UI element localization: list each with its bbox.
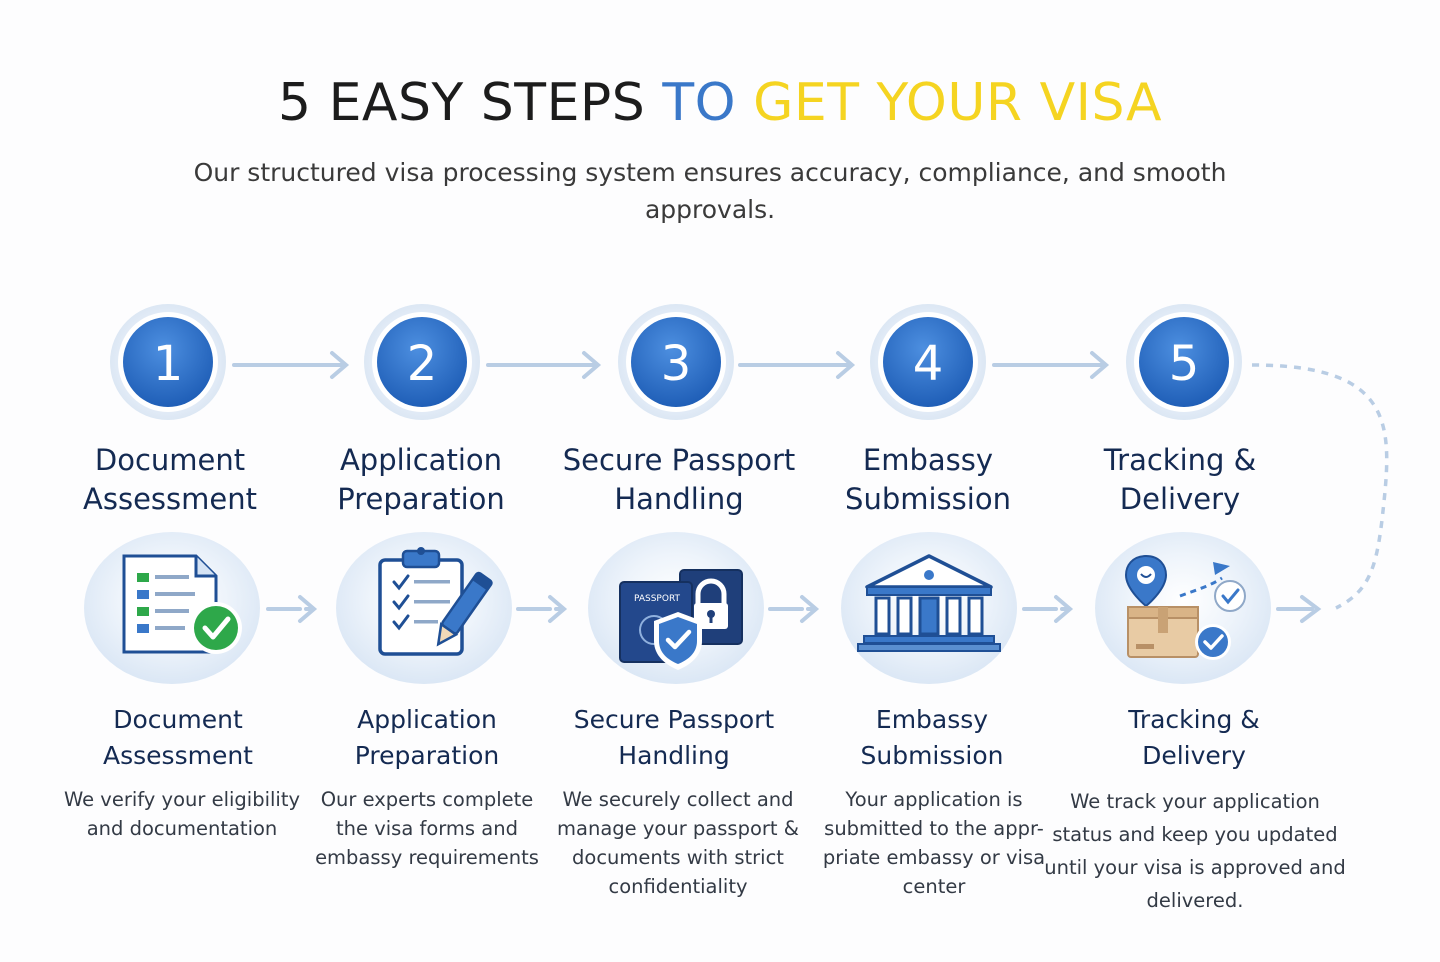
top-arrow-4-5 (994, 353, 1106, 377)
step-2-heading: Application Preparation (301, 441, 541, 519)
step-1-description: We verify your eligibility and documenta… (50, 785, 314, 843)
middle-arrow-2-3 (518, 597, 564, 621)
step-4-description: Your application is submitted to the app… (812, 785, 1056, 901)
step-5-description: We track your application status and kee… (1044, 785, 1346, 917)
step-2-number-badge: 2 (364, 304, 480, 420)
step-5-number-badge: 5 (1126, 304, 1242, 420)
top-arrow-3-4 (740, 353, 852, 377)
step-2-label: Application Preparation (297, 702, 557, 774)
step-5-label: Tracking & Delivery (1102, 702, 1286, 774)
middle-arrow-1-2 (268, 597, 314, 621)
step-3-number: 3 (661, 336, 692, 392)
step-2-number: 2 (407, 336, 438, 392)
step-4-heading: Embassy Submission (808, 441, 1048, 519)
step-1-number-badge: 1 (110, 304, 226, 420)
step-3-description: We securely collect and manage your pass… (552, 785, 804, 901)
step-3-label: Secure Passport Handling (544, 702, 804, 774)
middle-arrow-4-5 (1024, 597, 1070, 621)
step-4-number: 4 (913, 336, 944, 392)
step-3-number-badge: 3 (618, 304, 734, 420)
top-arrow-1-2 (234, 353, 346, 377)
middle-arrow-3-4 (770, 597, 816, 621)
middle-arrow-5-end (1278, 597, 1318, 621)
step-4-label: Embassy Submission (802, 702, 1062, 774)
step-5-heading: Tracking & Delivery (1058, 441, 1302, 519)
step-1-number: 1 (153, 336, 184, 392)
step-4-number-badge: 4 (870, 304, 986, 420)
step-3-heading: Secure Passport Handling (559, 441, 799, 519)
top-arrow-2-3 (488, 353, 598, 377)
step-5-number: 5 (1169, 336, 1200, 392)
step-2-description: Our experts complete the visa forms and … (303, 785, 551, 872)
passport-label: PASSPORT (634, 594, 681, 604)
step-1-heading: Document Assessment (50, 441, 290, 519)
step-1-label: Document Assessment (48, 702, 308, 774)
